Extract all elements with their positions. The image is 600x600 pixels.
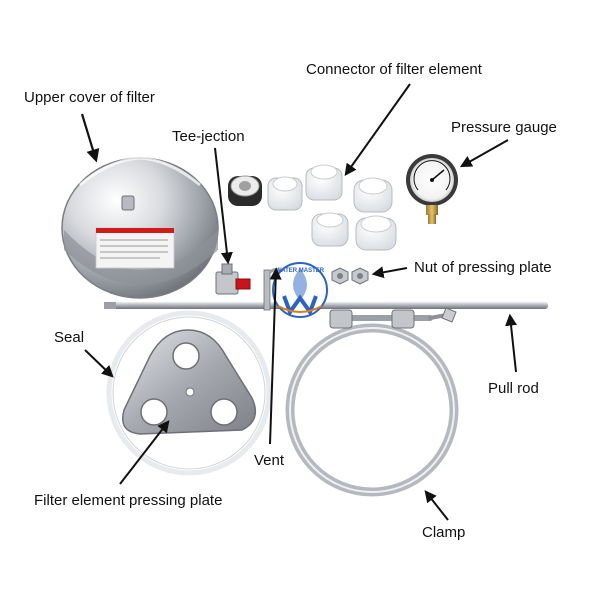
label-vent: Vent	[254, 452, 285, 469]
label-tee-jection: Tee-jection	[172, 128, 245, 145]
seal-part	[106, 310, 272, 476]
label-clamp: Clamp	[422, 524, 466, 541]
water-master-logo: WATER MASTER	[272, 262, 328, 318]
label-pull-rod: Pull rod	[488, 380, 539, 397]
label-pressure-gauge: Pressure gauge	[451, 119, 557, 136]
pull-rod-part	[104, 302, 548, 309]
connector-white-5	[355, 215, 397, 251]
label-pressing-plate: Filter element pressing plate	[34, 492, 223, 509]
pressure-gauge-part	[406, 154, 458, 224]
annotation-arrows	[80, 83, 517, 521]
connector-black	[228, 175, 262, 206]
tee-jection-part	[215, 263, 251, 295]
clamp-part	[285, 307, 459, 497]
connector-white-2	[305, 164, 343, 201]
label-nut: Nut of pressing plate	[414, 259, 552, 276]
connector-white-1	[267, 176, 303, 211]
label-seal: Seal	[54, 329, 85, 346]
filter-connectors	[228, 164, 397, 251]
upper-cover-part	[61, 156, 219, 299]
pressing-plate-nuts	[331, 267, 369, 285]
connector-white-4	[311, 212, 349, 247]
label-connector: Connector of filter element	[306, 61, 482, 78]
connector-white-3	[353, 177, 393, 213]
label-upper-cover: Upper cover of filter	[24, 89, 155, 106]
svg-text:WATER MASTER: WATER MASTER	[276, 268, 325, 274]
pressing-plate-part	[122, 329, 257, 435]
